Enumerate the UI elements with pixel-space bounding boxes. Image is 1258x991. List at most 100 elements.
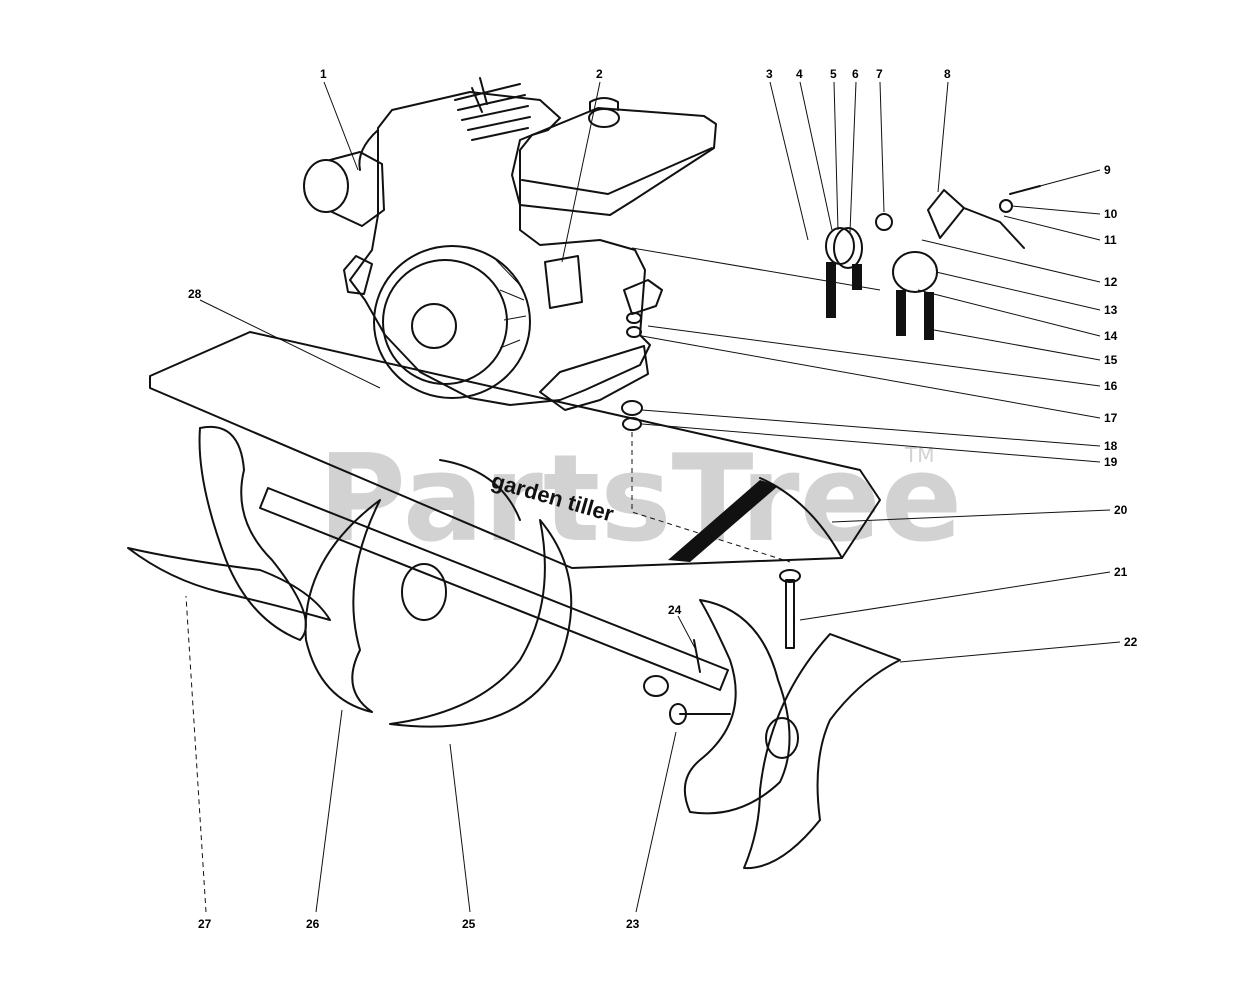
tine-25 — [389, 519, 573, 728]
callout-26: 26 — [306, 917, 320, 931]
callout-3: 3 — [766, 67, 773, 81]
carburetor — [329, 151, 385, 227]
leader-28 — [199, 299, 381, 389]
engine-tag-plate — [544, 255, 583, 309]
spark-plug — [471, 77, 488, 113]
callout-15: 15 — [1104, 353, 1118, 367]
callout-11: 11 — [1104, 233, 1117, 247]
leader-7 — [879, 81, 885, 213]
fuel-cap — [588, 108, 620, 128]
leader-5 — [833, 81, 839, 231]
leader-19 — [641, 423, 1101, 463]
fuel-tank — [511, 107, 717, 216]
leader-3 — [769, 81, 809, 241]
leader-13 — [935, 271, 1101, 311]
callout-24: 24 — [668, 603, 682, 617]
tine-shroud-top — [149, 331, 881, 569]
tine-right-hub — [765, 717, 799, 759]
leader-18 — [641, 409, 1101, 447]
watermark-text: PartsTree — [318, 430, 962, 569]
leader-10 — [1011, 205, 1101, 215]
recoil-starter-housing — [373, 245, 531, 399]
tine-left-1 — [198, 425, 307, 641]
nut-18 — [621, 400, 643, 416]
clevis-pin-head — [669, 703, 687, 725]
left-tine-assembly — [127, 425, 573, 728]
air-cleaner — [303, 159, 349, 213]
bushing-7 — [875, 213, 893, 231]
leader-17 — [641, 335, 1101, 419]
callout-20: 20 — [1114, 503, 1128, 517]
leader-bolt-path — [631, 432, 791, 563]
tine-22 — [743, 633, 901, 870]
callout-25: 25 — [462, 917, 476, 931]
callout-18: 18 — [1104, 439, 1118, 453]
shaft-end — [643, 675, 669, 697]
callout-7: 7 — [876, 67, 883, 81]
recoil-starter-cover — [382, 259, 508, 385]
engine — [303, 77, 717, 411]
callout-16: 16 — [1104, 379, 1118, 393]
belt-guide-8 — [927, 189, 1025, 249]
callout-22: 22 — [1124, 635, 1138, 649]
pulley-6 — [833, 227, 863, 269]
callout-19: 19 — [1104, 455, 1118, 469]
callout-23: 23 — [626, 917, 640, 931]
leader-12 — [921, 239, 1101, 283]
tine-left-blade — [127, 547, 331, 621]
leader-24 — [677, 615, 697, 651]
callout-5: 5 — [830, 67, 837, 81]
fastener-16 — [626, 312, 642, 324]
leader-21 — [799, 571, 1111, 621]
watermark: PartsTree TM — [318, 430, 962, 569]
fastener-17 — [626, 326, 642, 338]
leader-9 — [1039, 169, 1101, 187]
callout-9: 9 — [1104, 163, 1111, 177]
tine-shaft-tube — [259, 487, 729, 691]
leader-22 — [899, 641, 1121, 663]
leader-14 — [917, 289, 1101, 337]
recoil-starter-hub — [411, 303, 457, 349]
leader-20 — [831, 509, 1111, 523]
fuel-cap-top — [589, 97, 619, 111]
callout-21: 21 — [1114, 565, 1128, 579]
cylinder-fins — [454, 83, 531, 141]
callout-labels: 1 2 3 4 5 6 7 8 9 10 11 12 13 14 15 16 1… — [188, 67, 1138, 931]
muffler — [623, 279, 663, 315]
leader-lines — [185, 81, 1121, 913]
tine-right-front — [683, 599, 791, 815]
callout-27: 27 — [198, 917, 212, 931]
bolt-21-head — [779, 569, 801, 583]
belt-15 — [896, 290, 934, 340]
bolt-9 — [1009, 185, 1041, 195]
belt-left — [826, 262, 862, 318]
leader-1 — [323, 81, 359, 171]
callout-2: 2 — [596, 67, 603, 81]
pulley-13 — [892, 251, 938, 293]
starter-vent-lines — [495, 259, 527, 349]
tine-hub-line — [439, 459, 521, 521]
callout-12: 12 — [1104, 275, 1118, 289]
leader-6 — [849, 81, 857, 233]
leader-8 — [937, 81, 949, 193]
leader-26 — [315, 709, 343, 913]
bolt-21 — [785, 579, 795, 649]
leader-23 — [635, 731, 677, 913]
right-tine-assembly — [683, 599, 901, 870]
callout-28: 28 — [188, 287, 202, 301]
starter-handle — [343, 255, 373, 295]
leader-2 — [561, 81, 601, 263]
hardware — [621, 312, 801, 725]
tine-shaft — [259, 487, 729, 697]
leader-25 — [449, 743, 471, 913]
fuel-tank-seam — [521, 147, 713, 195]
callout-14: 14 — [1104, 329, 1118, 343]
leader-27 — [185, 595, 207, 913]
shaft-collar — [401, 563, 447, 621]
callout-10: 10 — [1104, 207, 1118, 221]
callout-6: 6 — [852, 67, 859, 81]
leader-11 — [1003, 215, 1101, 241]
tine-26 — [304, 499, 381, 713]
